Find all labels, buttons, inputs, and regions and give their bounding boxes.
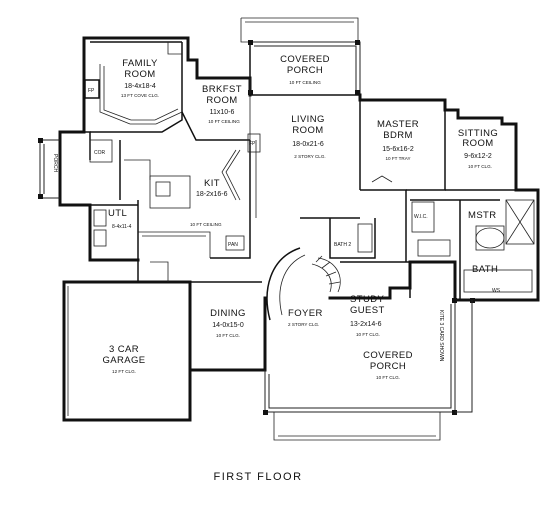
sitting-room: SITTING ROOM 9-6x12-2 10 FT CLG. <box>445 128 516 191</box>
sitting-note: 10 FT CLG. <box>468 164 492 169</box>
family-room-name-2: ROOM <box>124 69 155 80</box>
living-name-2: ROOM <box>292 125 323 136</box>
utl-dims: 8-4x11-4 <box>112 224 132 230</box>
dining-note: 10 FT CLG. <box>216 333 240 338</box>
family-room-note: 13 FT COVE CLG. <box>121 93 159 98</box>
foyer-name: FOYER <box>288 308 323 319</box>
sitting-name-1: SITTING <box>458 128 498 139</box>
study-name-1: STUDY <box>350 294 384 305</box>
study-name-2: GUEST <box>350 305 385 316</box>
top-porch-note: 10 FT CEILING <box>289 80 321 85</box>
brkfst-dims: 11x10-6 <box>210 109 235 116</box>
garage-name-2: GARAGE <box>102 355 145 366</box>
master-note: 10 FT TRAY <box>385 156 410 161</box>
bath-2: BATH 2 <box>329 218 376 259</box>
front-porch-name-2: PORCH <box>370 361 406 372</box>
dining-dims: 14-0x15-0 <box>212 322 244 329</box>
front-covered-porch: COVERED PORCH 10 FT CLG. KITE 3 CARD SHO… <box>263 298 475 441</box>
master-dims: 15-6x16-2 <box>382 146 414 153</box>
master-bedroom: MASTER BDRM 15-6x16-2 10 FT TRAY <box>360 110 446 262</box>
dining-room: DINING 14-0x15-0 10 FT CLG. <box>190 281 262 338</box>
foyer: FOYER 2 STORY CLG. <box>266 247 341 327</box>
front-porch-name-1: COVERED <box>363 350 413 361</box>
mstr-name: MSTR <box>468 210 497 221</box>
floor-caption: FIRST FLOOR <box>213 471 302 483</box>
living-note: 2 STORY CLG. <box>294 154 325 159</box>
study-guest: STUDY GUEST 13-2x14-6 10 FT CLG. <box>340 261 411 337</box>
kit-note: 10 FT CEILING <box>190 222 222 227</box>
dining-name: DINING <box>210 308 246 319</box>
bath-name: BATH <box>472 264 498 275</box>
brkfst-name-1: BRKFST <box>202 84 242 95</box>
side-porch-label: PORCH <box>52 154 58 172</box>
top-covered-porch <box>240 17 361 95</box>
family-room-dims: 18-4x18-4 <box>124 83 156 90</box>
kit-name: KIT <box>204 178 220 189</box>
study-note: 10 FT CLG. <box>356 332 380 337</box>
fireplace-label: FP <box>88 88 95 94</box>
study-dims: 13-2x14-6 <box>350 321 382 328</box>
bath2-name: BATH 2 <box>334 242 351 248</box>
kite-note: KITE 3 CARD SHOWN <box>438 310 444 362</box>
brkfst-note: 10 FT CEILING <box>208 119 240 124</box>
family-room: FP FAMILY ROOM 18-4x18-4 13 FT COVE CLG. <box>84 41 183 133</box>
living-dims: 18-0x21-6 <box>292 141 324 148</box>
garage-note: 12 FT CLG. <box>112 369 136 374</box>
wic-label: W.I.C. <box>414 214 428 220</box>
brkfst-name-2: ROOM <box>206 95 237 106</box>
fp-living-label: FP <box>249 141 256 147</box>
foyer-note: 2 STORY CLG. <box>288 322 319 327</box>
kit-dims: 18-2x16-6 <box>196 191 228 198</box>
master-bath: W.I.C. MSTR BATH WS <box>410 199 535 300</box>
living-room: LIVING ROOM 18-0x21-6 2 STORY CLG. <box>250 94 361 219</box>
pan-label: PAN <box>228 242 238 248</box>
ws-label: WS <box>492 288 501 294</box>
cor-label: COR <box>94 150 106 156</box>
top-porch-name-2: PORCH <box>287 65 323 76</box>
utl-name: UTL <box>108 208 127 219</box>
living-name-1: LIVING <box>291 114 325 125</box>
garage: 3 CAR GARAGE 12 FT CLG. <box>67 260 169 416</box>
family-room-name-1: FAMILY <box>122 58 158 69</box>
garage-name-1: 3 CAR <box>109 344 139 355</box>
top-porch-name-1: COVERED <box>280 54 330 65</box>
side-porch-area: COR PORCH <box>38 131 113 199</box>
sitting-dims: 9-6x12-2 <box>464 153 492 160</box>
utility-room: UTL 8-4x11-4 <box>90 204 138 247</box>
kitchen: KIT 18-2x16-6 10 FT CEILING PAN FP <box>119 133 261 260</box>
breakfast-room: BRKFST ROOM 11x10-6 10 FT CEILING <box>181 78 251 141</box>
master-name-2: BDRM <box>383 130 413 141</box>
sitting-name-2: ROOM <box>462 138 493 149</box>
front-porch-note: 10 FT CLG. <box>376 375 400 380</box>
master-name-1: MASTER <box>377 119 419 130</box>
exterior-walls <box>58 36 540 422</box>
